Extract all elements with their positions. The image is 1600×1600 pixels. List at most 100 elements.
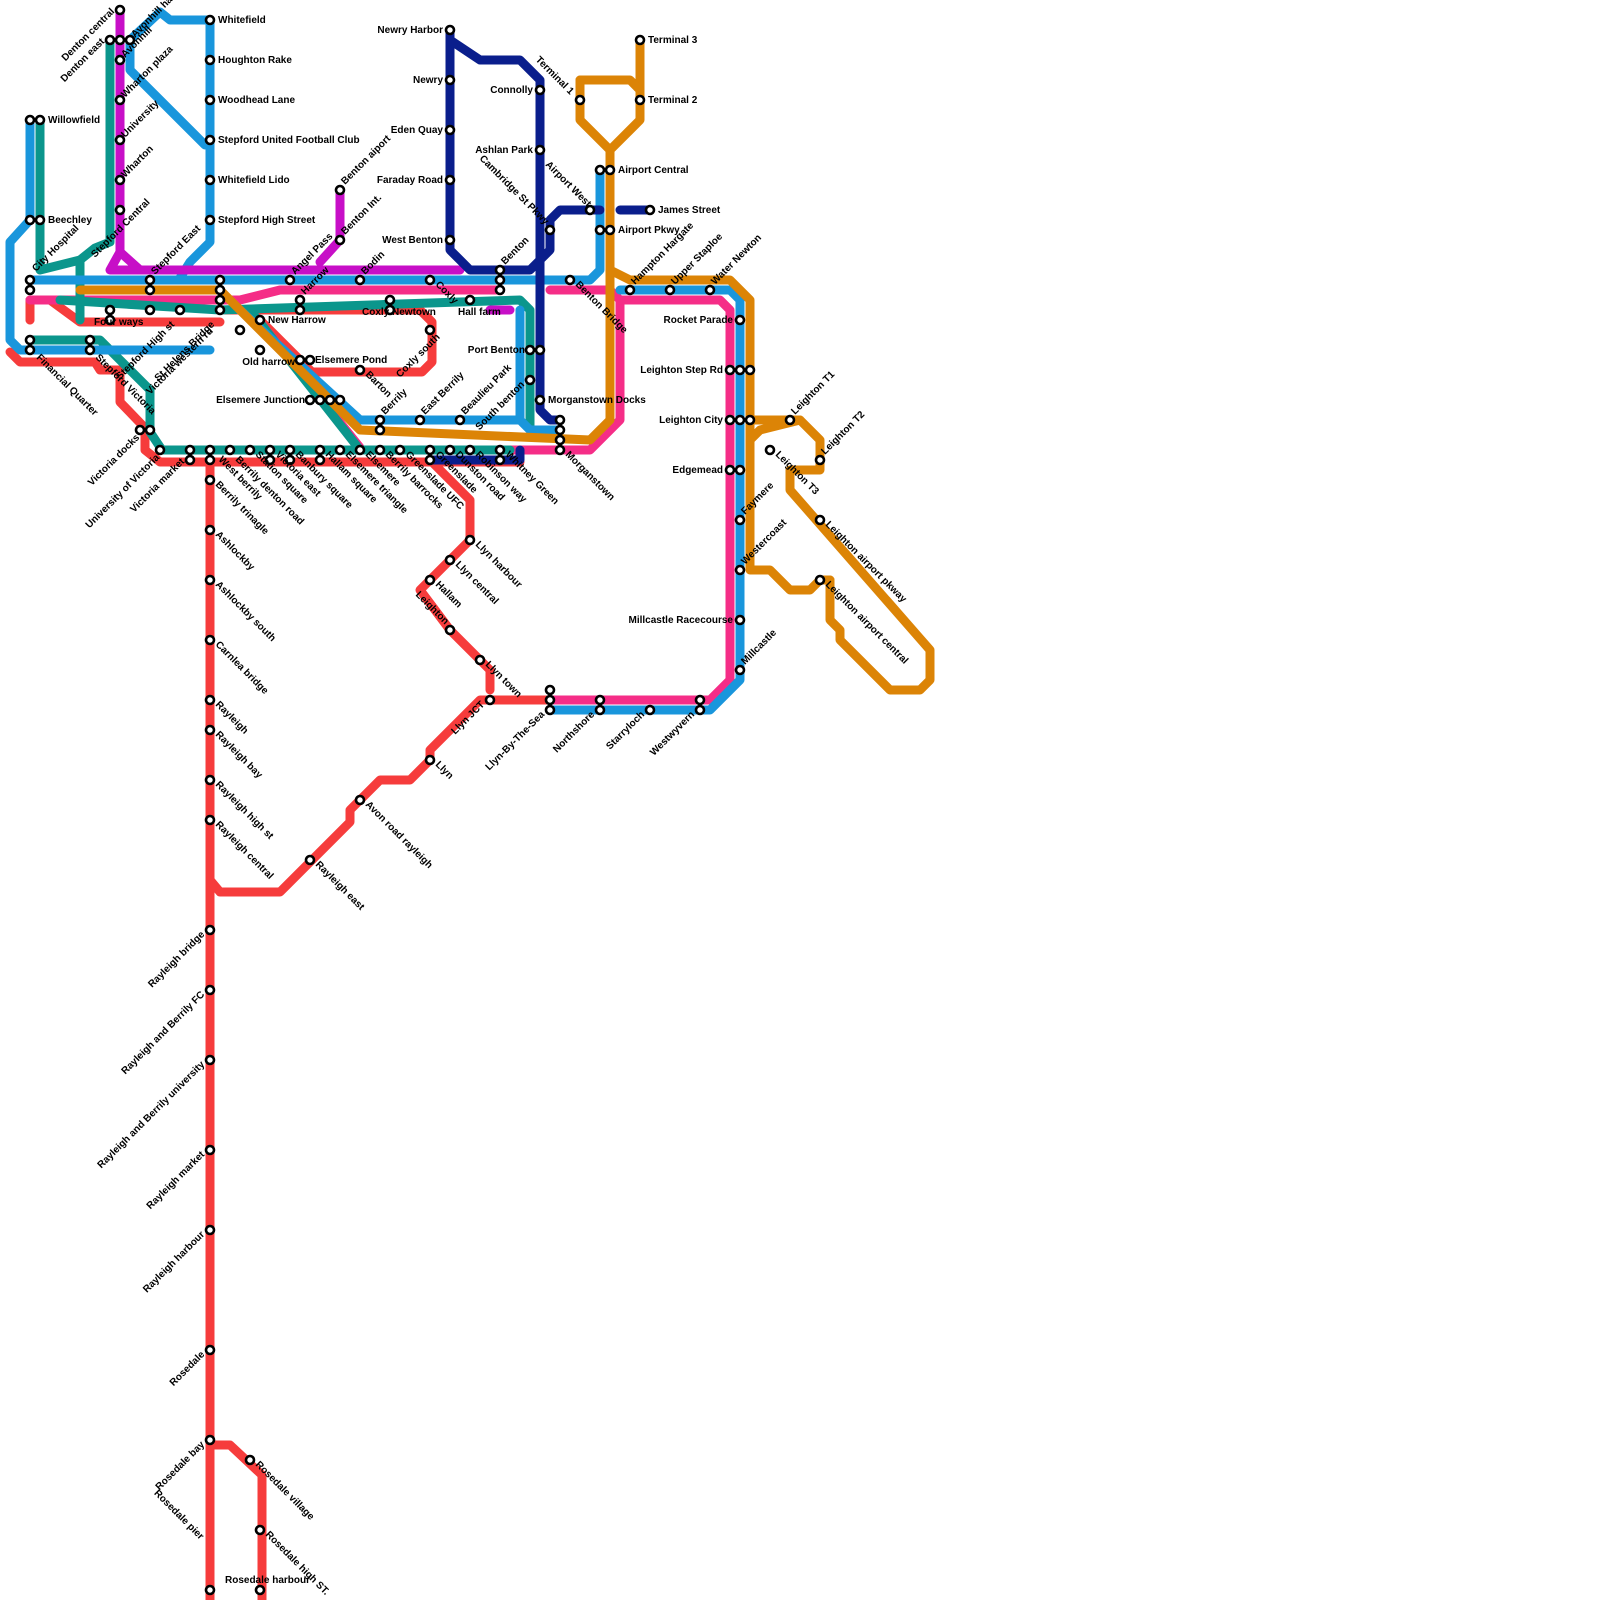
- station-whitefield-marker[interactable]: [204, 14, 216, 26]
- station-woodhead-lane-marker[interactable]: [204, 94, 216, 106]
- station-st-helens-bridge-marker[interactable]: [214, 304, 226, 316]
- station-stepford-victoria-marker[interactable]: [84, 334, 96, 346]
- station-llyn-town-marker[interactable]: [474, 654, 486, 666]
- station-west-berrily-marker[interactable]: [184, 454, 196, 466]
- station-terminal-2-marker[interactable]: [634, 94, 646, 106]
- station-rayleigh-and-berrily-university-marker[interactable]: [204, 1054, 216, 1066]
- station-victoria-docks-marker[interactable]: [134, 424, 146, 436]
- station-stepford-east-marker[interactable]: [144, 284, 156, 296]
- station-berrily-denton-road-marker[interactable]: [224, 444, 236, 456]
- station-greenslade-marker[interactable]: [424, 454, 436, 466]
- station-rosedale-pier-marker[interactable]: [204, 1584, 216, 1596]
- station-rayleigh-market-marker[interactable]: [204, 1144, 216, 1156]
- station-edgemead-marker[interactable]: [734, 464, 746, 476]
- station-elsemere-junction-marker[interactable]: [324, 394, 336, 406]
- station-new-harrow-marker[interactable]: [254, 314, 266, 326]
- station-financial-quarter-marker[interactable]: [24, 344, 36, 356]
- station-northshore-marker[interactable]: [594, 704, 606, 716]
- station-whitney-green-marker[interactable]: [494, 454, 506, 466]
- station-university-marker[interactable]: [114, 134, 126, 146]
- station-westercoast-marker[interactable]: [734, 564, 746, 576]
- station-east-berrily-marker[interactable]: [414, 414, 426, 426]
- station-leighton-t3-marker[interactable]: [764, 444, 776, 456]
- station-rayleigh-east-marker[interactable]: [304, 854, 316, 866]
- station-avonhill-marker[interactable]: [114, 54, 126, 66]
- station-elsemere-pond-marker[interactable]: [294, 354, 306, 366]
- station-robinson-way-marker[interactable]: [464, 444, 476, 456]
- station-elsemere-pond-marker[interactable]: [304, 354, 316, 366]
- station-airport-west-marker[interactable]: [584, 204, 596, 216]
- station-airport-pkwy-marker[interactable]: [594, 224, 606, 236]
- station-old-harrow-marker[interactable]: [254, 344, 266, 356]
- station-rocket-parade-marker[interactable]: [734, 314, 746, 326]
- station-stepford-east-marker[interactable]: [144, 274, 156, 286]
- station-edgemead-marker[interactable]: [724, 464, 736, 476]
- station-stepford-victoria-marker[interactable]: [84, 344, 96, 356]
- station-beaulieu-park-marker[interactable]: [454, 414, 466, 426]
- station-rosedale-village-marker[interactable]: [244, 1454, 256, 1466]
- station-leighton-marker[interactable]: [444, 624, 456, 636]
- station-llyn-marker[interactable]: [424, 754, 436, 766]
- station-hallam-square-marker[interactable]: [314, 444, 326, 456]
- station-westwyvern-marker[interactable]: [694, 704, 706, 716]
- station-leighton-city-marker[interactable]: [744, 414, 756, 426]
- station-stepford-utd-fc-marker[interactable]: [204, 134, 216, 146]
- station-upper-staploe-marker[interactable]: [664, 284, 676, 296]
- station-leighton-t1-marker[interactable]: [784, 414, 796, 426]
- station-terminal-1-marker[interactable]: [574, 94, 586, 106]
- station-morganstown-marker[interactable]: [554, 414, 566, 426]
- station-houghton-rake-marker[interactable]: [204, 54, 216, 66]
- station-greenslade-marker[interactable]: [424, 444, 436, 456]
- station-stepford-high-street-marker[interactable]: [204, 214, 216, 226]
- station-hallam-marker[interactable]: [424, 574, 436, 586]
- station-benton-marker[interactable]: [494, 274, 506, 286]
- station-airport-pkwy-marker[interactable]: [604, 224, 616, 236]
- station-eden-quay-marker[interactable]: [444, 124, 456, 136]
- station-dunston-road-marker[interactable]: [444, 444, 456, 456]
- station-stepford-high-st-marker[interactable]: [174, 304, 186, 316]
- station-wharton-marker[interactable]: [114, 174, 126, 186]
- station-benton-marker[interactable]: [494, 284, 506, 296]
- station-terminal-3-marker[interactable]: [634, 34, 646, 46]
- station-llyn-by-the-sea-marker[interactable]: [544, 704, 556, 716]
- station-berrily-barrocks-marker[interactable]: [374, 444, 386, 456]
- station-willowfield-marker[interactable]: [24, 114, 36, 126]
- station-victoria-western-rd-marker[interactable]: [234, 324, 246, 336]
- station-berrily-marker[interactable]: [374, 424, 386, 436]
- station-benton-int-marker[interactable]: [334, 234, 346, 246]
- station-elsemere-marker[interactable]: [354, 444, 366, 456]
- station-leighton-t2-marker[interactable]: [814, 454, 826, 466]
- station-banbury-square-marker[interactable]: [284, 454, 296, 466]
- station-angel-pass-marker[interactable]: [284, 274, 296, 286]
- station-elsemere-triangle-marker[interactable]: [334, 444, 346, 456]
- station-rosedale-marker[interactable]: [204, 1344, 216, 1356]
- station-st-helens-bridge-marker[interactable]: [214, 284, 226, 296]
- station-connolly-marker[interactable]: [534, 84, 546, 96]
- station-city-hospital-marker[interactable]: [24, 274, 36, 286]
- station-banbury-square-marker[interactable]: [284, 444, 296, 456]
- station-hall-farm-marker[interactable]: [464, 294, 476, 306]
- station-denton-east-marker[interactable]: [114, 34, 126, 46]
- station-st-helens-bridge-marker[interactable]: [214, 294, 226, 306]
- station-airport-central-marker[interactable]: [594, 164, 606, 176]
- station-ashlockby-marker[interactable]: [204, 524, 216, 536]
- station-leighton-city-marker[interactable]: [724, 414, 736, 426]
- station-rayleigh-marker[interactable]: [204, 694, 216, 706]
- station-whitney-green-marker[interactable]: [494, 444, 506, 456]
- station-west-berrily-marker[interactable]: [204, 454, 216, 466]
- station-leighton-step-rd-marker[interactable]: [724, 364, 736, 376]
- station-berrily-trinagle-marker[interactable]: [204, 474, 216, 486]
- station-benton-aiport-marker[interactable]: [334, 184, 346, 196]
- station-avon-road-rayleigh-marker[interactable]: [354, 794, 366, 806]
- station-james-street-marker[interactable]: [644, 204, 656, 216]
- station-llyn-harbour-marker[interactable]: [464, 534, 476, 546]
- station-financial-quarter-marker[interactable]: [24, 334, 36, 346]
- station-morganstown-docks-marker[interactable]: [534, 394, 546, 406]
- station-ashlan-park-marker[interactable]: [534, 144, 546, 156]
- station-cambridge-st-pkwy-marker[interactable]: [544, 224, 556, 236]
- station-water-newton-marker[interactable]: [704, 284, 716, 296]
- station-morganstown-marker[interactable]: [554, 424, 566, 436]
- station-victoria-market-marker[interactable]: [154, 444, 166, 456]
- station-rosedale-bay-marker[interactable]: [204, 1434, 216, 1446]
- station-whitefield-lido-marker[interactable]: [204, 174, 216, 186]
